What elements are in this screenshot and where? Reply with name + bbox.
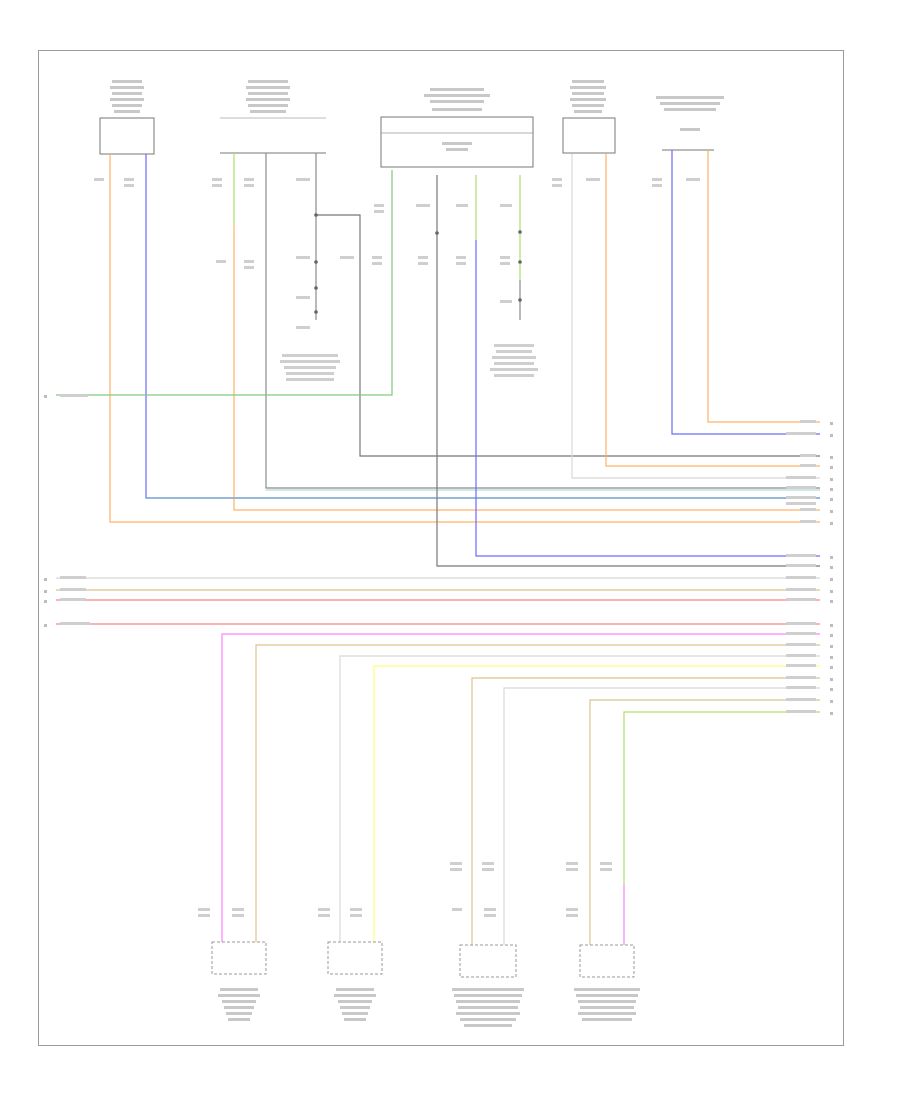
wire-tan-2 bbox=[255, 644, 820, 942]
wire-tan-3 bbox=[471, 677, 820, 945]
fine-print-blocks bbox=[110, 80, 724, 151]
wire-code-marks bbox=[60, 178, 816, 917]
wire-green-1 bbox=[56, 170, 393, 396]
wire-tan-4 bbox=[589, 699, 820, 945]
bottom-sensor-2 bbox=[327, 941, 383, 975]
wire-orange-4 bbox=[707, 150, 820, 423]
wire-lime-4 bbox=[623, 711, 820, 885]
wire-magenta-1 bbox=[221, 633, 820, 942]
wire-gray-4 bbox=[436, 175, 820, 567]
bottom-sensor-3 bbox=[459, 944, 517, 978]
wire-light-3 bbox=[339, 655, 820, 942]
bottom-sensor-4 bbox=[579, 944, 635, 978]
bottom-sensor-shapes bbox=[211, 941, 635, 978]
pin-marks bbox=[44, 395, 833, 715]
bottom-sensor-1 bbox=[211, 941, 267, 975]
wire-gray-3 bbox=[316, 214, 820, 457]
right-module-box bbox=[562, 117, 616, 154]
left-module-box bbox=[99, 117, 155, 155]
bottom-fine-print bbox=[218, 988, 640, 1027]
wire-blue-3 bbox=[671, 150, 820, 435]
wire-orange-3 bbox=[605, 154, 820, 467]
splice-dots bbox=[314, 213, 522, 314]
diagram-frame bbox=[38, 50, 844, 1046]
wire-light-4 bbox=[503, 687, 820, 945]
wire-orange-2 bbox=[233, 225, 820, 511]
wire-gray-1 bbox=[265, 153, 820, 489]
wire-yellow-1 bbox=[373, 665, 820, 942]
wire-orange-1 bbox=[109, 154, 820, 523]
wires bbox=[56, 150, 820, 945]
wire-light-1 bbox=[571, 154, 820, 479]
wire-blue-2 bbox=[475, 240, 820, 557]
wire-blue-1 bbox=[145, 154, 820, 499]
